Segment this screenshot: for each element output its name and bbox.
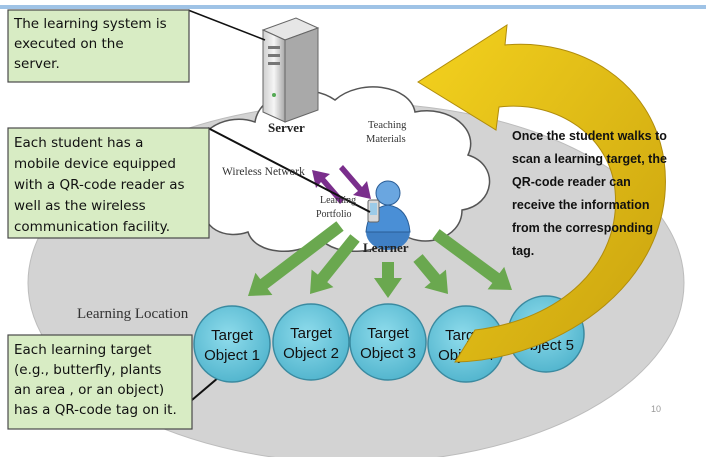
learning-portfolio-label: Learning Portfolio	[316, 195, 359, 220]
server-icon	[261, 17, 320, 123]
server-callout: The learning system is executed on the s…	[7, 9, 190, 83]
green-arrow-1	[248, 221, 344, 296]
green-arrow-2	[310, 234, 360, 294]
target-circle	[272, 303, 350, 381]
data-exchange-arrows	[312, 165, 371, 204]
green-arrow-5	[432, 229, 512, 290]
target-circle	[193, 305, 271, 383]
svg-text:The learning system is e: The learning system is executed on the s…	[13, 16, 171, 72]
scan-description: Once the student walks to scan a learnin…	[512, 129, 670, 258]
target-circle	[349, 303, 427, 381]
wireless-network-label: Wireless Network	[222, 166, 305, 178]
page-number: 10	[651, 404, 661, 414]
target-callout: Each learning target (e.g., butterfly, p…	[7, 334, 193, 430]
curved-feedback-arrow	[417, 24, 666, 363]
server-label: Server	[268, 120, 305, 135]
student-pointer-line	[207, 127, 371, 213]
green-arrows-group	[248, 221, 512, 298]
student-callout: Each student has a mobile device equippe…	[7, 127, 210, 239]
learning-location-label: Learning Location	[77, 306, 189, 322]
svg-text:Each learning target (e.: Each learning target (e.g., butterfly, p…	[14, 342, 177, 418]
teaching-materials-label: Teaching Materials	[366, 120, 409, 145]
green-arrow-3	[374, 262, 402, 298]
svg-text:Each student has a mobil: Each student has a mobile device equippe…	[14, 135, 189, 235]
green-arrow-4	[413, 254, 448, 294]
server-pointer-line	[187, 9, 266, 41]
learner-icon	[365, 180, 411, 250]
learner-label: Learner	[363, 240, 409, 255]
